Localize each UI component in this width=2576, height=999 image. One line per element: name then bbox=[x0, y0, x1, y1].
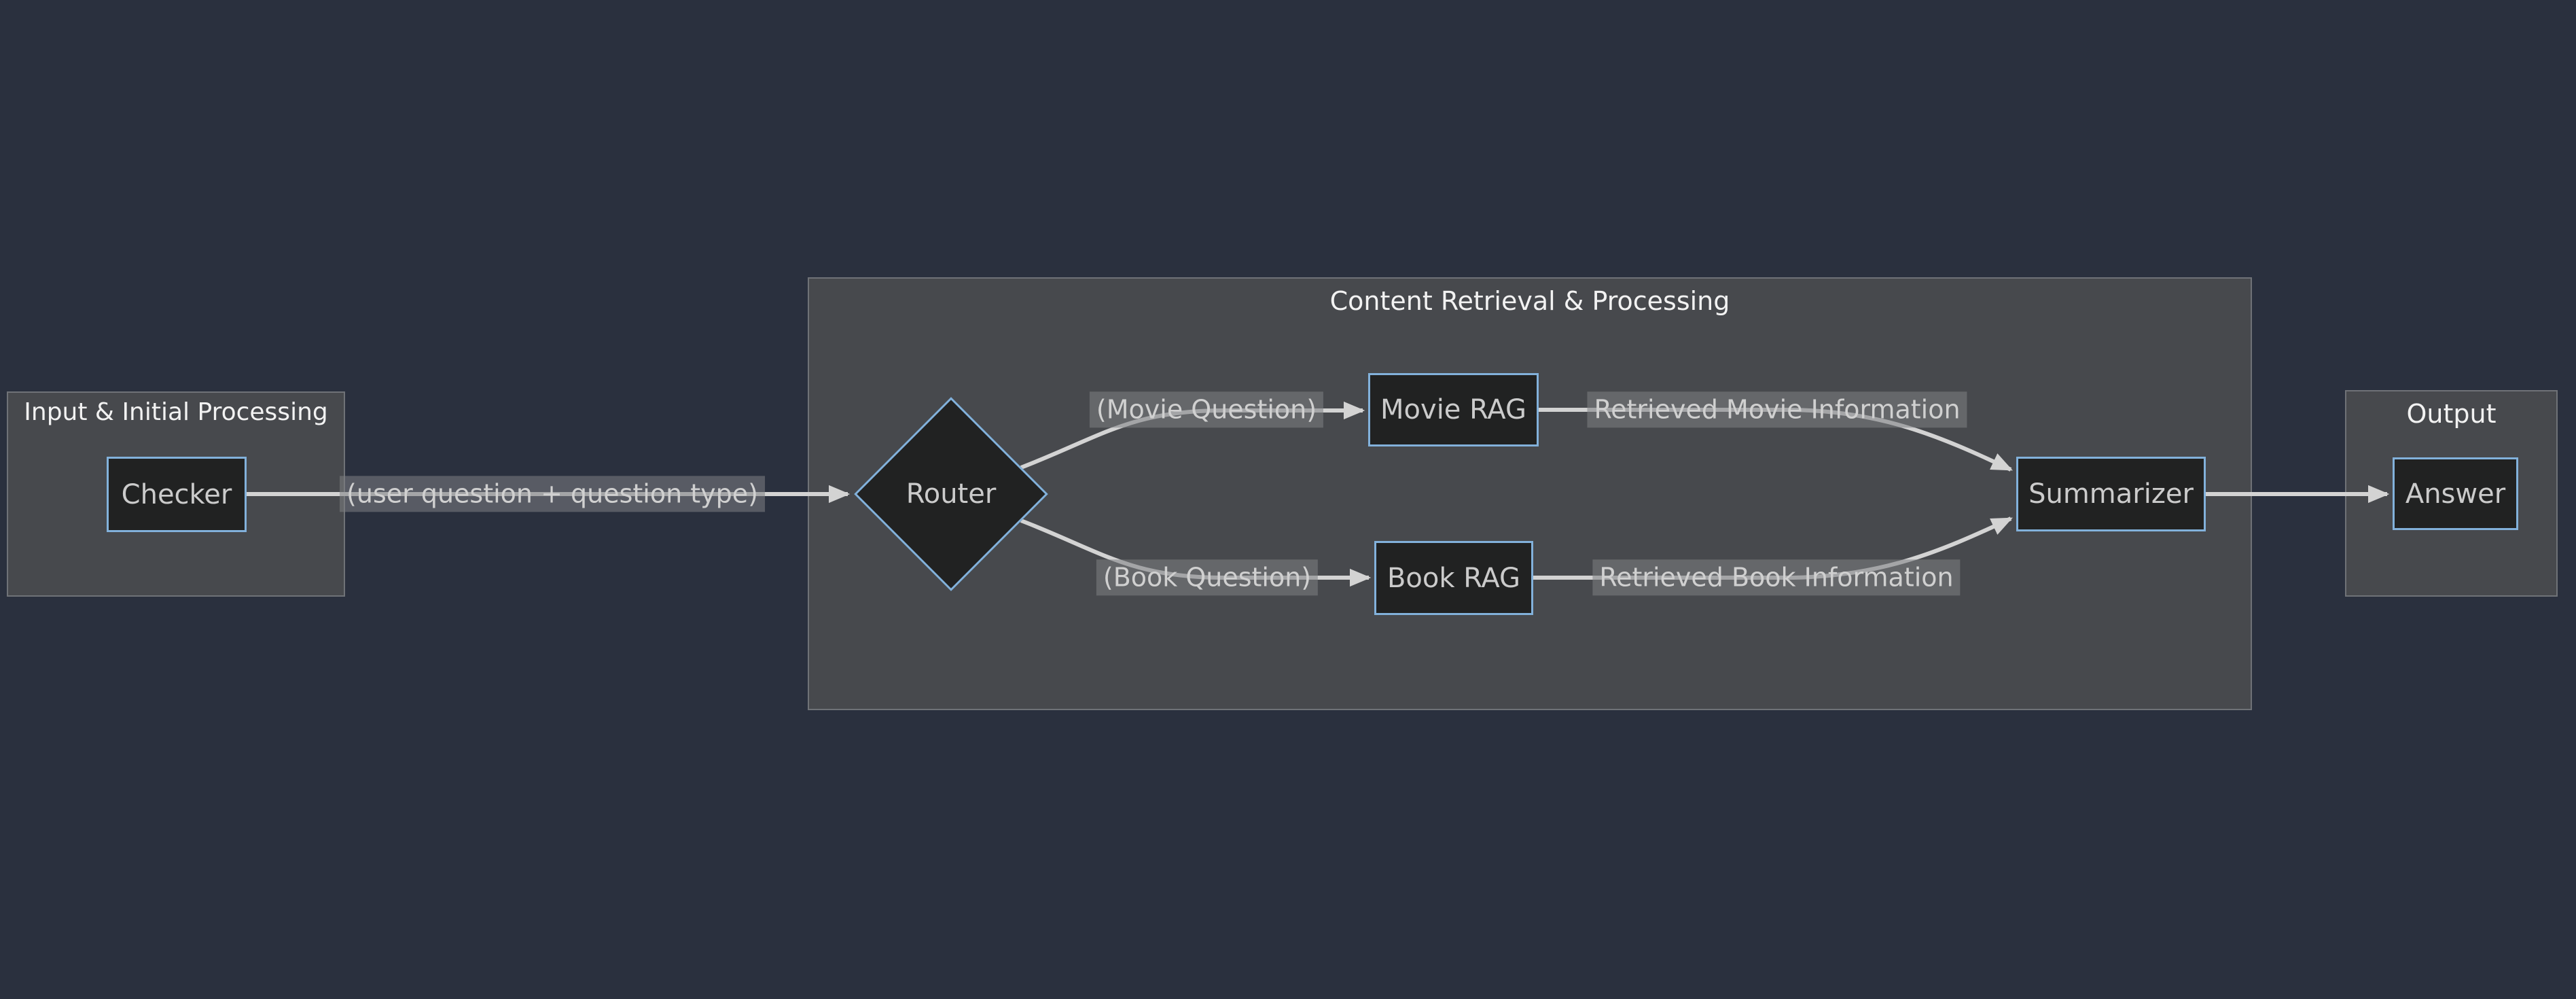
node-answer: Answer bbox=[2393, 457, 2518, 530]
cluster-input-title: Input & Initial Processing bbox=[24, 398, 328, 426]
node-summarizer: Summarizer bbox=[2016, 457, 2206, 531]
cluster-content-retrieval-processing: Content Retrieval & Processing bbox=[808, 277, 2252, 710]
edge-label-user-question: (user question + question type) bbox=[340, 476, 765, 512]
node-summarizer-label: Summarizer bbox=[2028, 478, 2194, 510]
edge-label-movie-question: (Movie Question) bbox=[1089, 391, 1324, 428]
node-movie-rag-label: Movie RAG bbox=[1380, 394, 1526, 425]
node-book-rag: Book RAG bbox=[1374, 541, 1533, 615]
cluster-content-title: Content Retrieval & Processing bbox=[1329, 286, 1730, 316]
node-book-rag-label: Book RAG bbox=[1387, 562, 1521, 594]
edge-label-book-question: (Book Question) bbox=[1096, 559, 1319, 596]
edge-label-retrieved-movie-information: Retrieved Movie Information bbox=[1587, 391, 1967, 428]
node-checker: Checker bbox=[107, 457, 247, 532]
node-answer-label: Answer bbox=[2405, 478, 2506, 510]
edge-label-retrieved-book-information: Retrieved Book Information bbox=[1592, 559, 1961, 596]
node-checker-label: Checker bbox=[121, 478, 232, 510]
node-movie-rag: Movie RAG bbox=[1368, 373, 1539, 446]
node-router-label: Router bbox=[906, 478, 997, 510]
cluster-output-title: Output bbox=[2406, 399, 2497, 429]
